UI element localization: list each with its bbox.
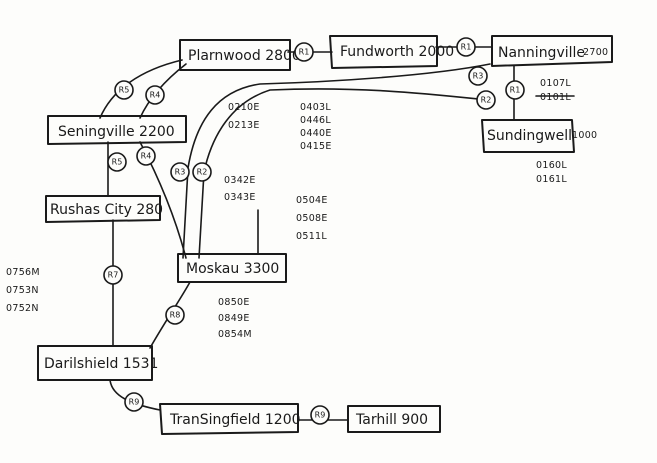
- station-label-sundingwell: Sundingwell: [487, 128, 572, 144]
- station-nanningville: Nanningville 2700: [491, 35, 613, 67]
- svg-text:R7: R7: [108, 271, 119, 280]
- svg-text:R9: R9: [315, 411, 326, 420]
- station-label-plarnwood: Plarnwood 2800: [188, 48, 301, 64]
- station-label-transingfield: TranSingfield 1200: [169, 412, 301, 428]
- codes-group-2: 0403L 0446L 0440E 0415E: [300, 102, 332, 152]
- code-entry: 0342E: [224, 175, 256, 186]
- route-marker-r3-moskau: R3: [170, 162, 190, 182]
- code-entry: 0403L: [300, 102, 331, 113]
- route-marker-r9-tarhill: R9: [310, 405, 330, 425]
- station-label-darilshield: Darilshield 1531: [44, 356, 158, 372]
- svg-text:R4: R4: [150, 91, 161, 100]
- svg-text:R9: R9: [129, 398, 140, 407]
- route-marker-r1-fundworth: R1: [294, 42, 314, 62]
- codes-group-7: 0756M 0753N 0752N: [6, 267, 40, 314]
- station-number-nanningville: 2700: [583, 47, 608, 58]
- code-entry: 0511L: [296, 231, 327, 242]
- codes-group-5: 0107L 0101L: [535, 78, 575, 103]
- station-darilshield: Darilshield 1531: [37, 345, 158, 381]
- station-label-rushas: Rushas City 280: [50, 202, 163, 218]
- route-marker-r1-nanningville: R1: [456, 37, 476, 57]
- svg-text:R1: R1: [299, 48, 310, 57]
- codes-group-4: 0504E 0508E 0511L: [296, 195, 328, 242]
- codes-group-6: 0160L 0161L: [536, 160, 567, 185]
- link-darilshield-transingfield: [109, 379, 161, 411]
- svg-text:R1: R1: [510, 86, 521, 95]
- code-entry: 0752N: [6, 303, 39, 314]
- route-r3-loop: [182, 63, 491, 259]
- svg-text:R5: R5: [112, 158, 123, 167]
- svg-text:R3: R3: [473, 72, 484, 81]
- svg-text:R1: R1: [461, 43, 472, 52]
- code-entry: 0161L: [536, 174, 567, 185]
- code-entry-struck: 0101L: [540, 92, 571, 103]
- svg-text:R2: R2: [481, 96, 492, 105]
- svg-text:R3: R3: [175, 168, 186, 177]
- station-fundworth: Fundworth 2000: [329, 35, 454, 69]
- route-marker-r2-moskau: R2: [192, 162, 212, 182]
- code-entry: 0756M: [6, 267, 40, 278]
- code-entry: 0210E: [228, 102, 260, 113]
- route-marker-r7: R7: [103, 265, 123, 285]
- route-marker-r4-north: R4: [145, 85, 165, 105]
- station-label-moskau: Moskau 3300: [186, 261, 279, 277]
- station-moskau: Moskau 3300: [177, 253, 287, 283]
- svg-text:R8: R8: [170, 311, 181, 320]
- station-tarhill: Tarhill 900: [347, 405, 441, 433]
- code-entry: 0213E: [228, 120, 260, 131]
- station-sundingwell: Sundingwell 1000: [481, 119, 597, 153]
- svg-text:R5: R5: [119, 86, 130, 95]
- code-entry: 0504E: [296, 195, 328, 206]
- station-label-nanningville: Nanningville: [498, 45, 585, 61]
- link-plarnwood-seningville-r5: [99, 59, 183, 119]
- station-seningville: Seningville 2200: [47, 115, 187, 145]
- svg-text:R4: R4: [141, 152, 152, 161]
- station-rushas: Rushas City 280: [45, 195, 163, 223]
- route-marker-r5-north: R5: [114, 80, 134, 100]
- code-entry: 0446L: [300, 115, 331, 126]
- station-transingfield: TranSingfield 1200: [159, 403, 301, 435]
- route-marker-r5-south: R5: [107, 152, 127, 172]
- code-entry: 0343E: [224, 192, 256, 203]
- svg-text:R2: R2: [197, 168, 208, 177]
- route-marker-r8: R8: [165, 305, 185, 325]
- code-entry: 0160L: [536, 160, 567, 171]
- route-marker-r9-darilshield: R9: [124, 392, 144, 412]
- route-marker-r3: R3: [468, 66, 488, 86]
- code-entry: 0415E: [300, 141, 332, 152]
- station-label-seningville: Seningville 2200: [58, 124, 175, 140]
- station-number-sundingwell: 1000: [572, 130, 597, 141]
- route-r2-loop: [198, 88, 489, 259]
- station-label-tarhill: Tarhill 900: [355, 412, 428, 428]
- route-marker-r2-east: R2: [476, 90, 496, 110]
- codes-group-3: 0342E 0343E: [224, 175, 256, 203]
- code-entry: 0107L: [540, 78, 571, 89]
- code-entry: 0440E: [300, 128, 332, 139]
- route-marker-r1-sundingwell: R1: [505, 80, 525, 100]
- code-entry: 0753N: [6, 285, 39, 296]
- station-plarnwood: Plarnwood 2800: [179, 39, 301, 71]
- code-entry: 0850E: [218, 297, 250, 308]
- code-entry: 0508E: [296, 213, 328, 224]
- route-marker-r4-south: R4: [136, 146, 156, 166]
- code-entry: 0849E: [218, 313, 250, 324]
- codes-group-1: 0210E 0213E: [228, 102, 260, 131]
- station-label-fundworth: Fundworth 2000: [340, 44, 454, 60]
- code-entry: 0854M: [218, 329, 252, 340]
- codes-group-8: 0850E 0849E 0854M: [218, 297, 252, 340]
